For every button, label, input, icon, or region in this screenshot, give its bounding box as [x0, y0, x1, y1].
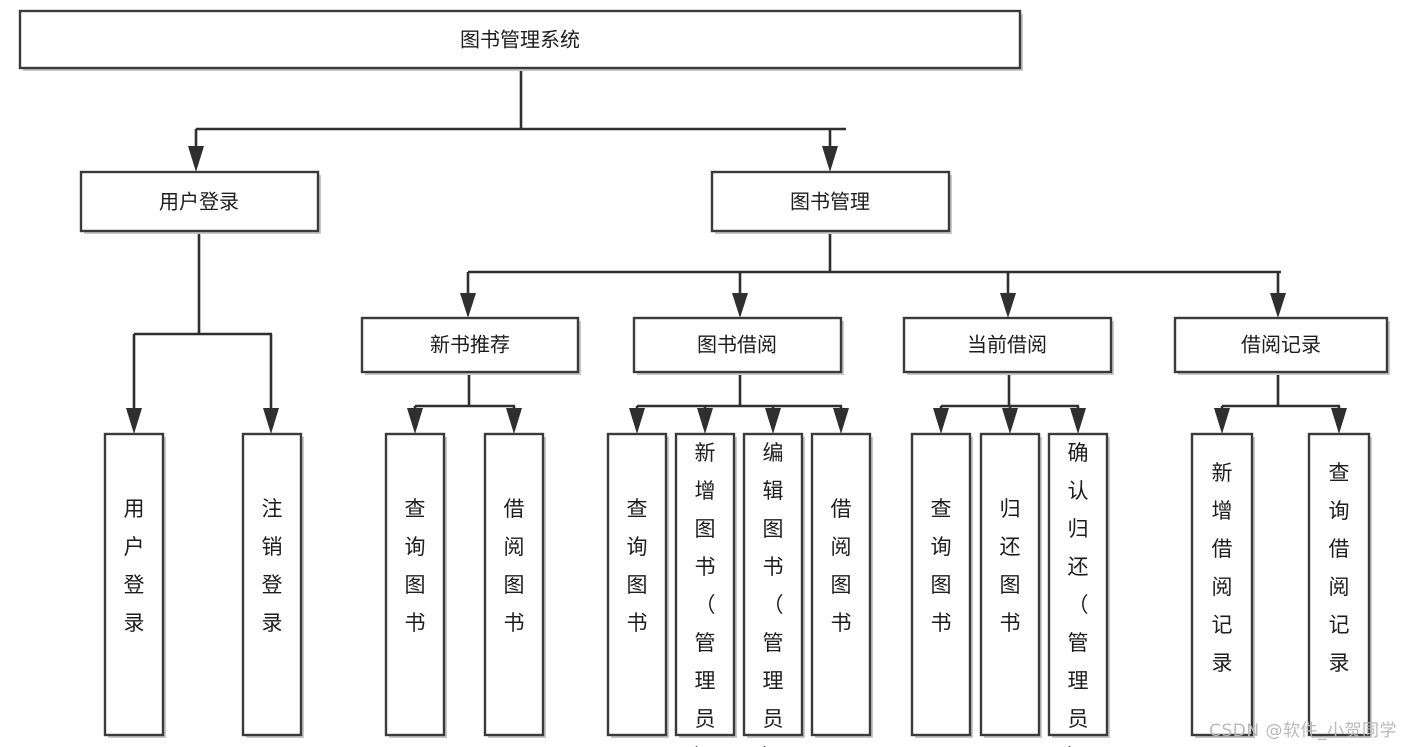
arrowhead-leaf-borrow-book-1 [506, 408, 522, 434]
leaf-return-book-label: 归还图书 [1000, 497, 1021, 635]
leaf-user-logout-box [241, 432, 303, 737]
arrowhead-leaf-query-book-1 [407, 408, 423, 434]
node-borrow-record[interactable]: 借阅记录 [1173, 316, 1390, 375]
leaf-borrow-book-2-box [810, 432, 872, 737]
new-book-recommend-box [360, 316, 580, 374]
borrow-record-label: 借阅记录 [1241, 333, 1321, 357]
leaf-add-record-label: 新增借阅记录 [1212, 461, 1233, 675]
arrowhead-leaf-add-book [697, 408, 713, 434]
leaf-user-login-label: 用户登录 [124, 497, 145, 635]
leaf-query-record-box [1307, 432, 1371, 737]
leaf-add-book-label: 新增图书（管理员） [695, 441, 716, 747]
node-book-borrow[interactable]: 图书借阅 [632, 316, 844, 375]
leaf-query-book-1-box [384, 432, 446, 737]
node-leaf-borrow-book-1[interactable]: 借阅图书 [483, 432, 546, 738]
leaf-return-book-box [979, 432, 1041, 737]
leaf-add-book-box [674, 432, 736, 737]
node-leaf-add-book[interactable]: 新增图书（管理员） [674, 432, 737, 747]
node-leaf-user-logout[interactable]: 注销登录 [241, 432, 304, 738]
node-user-login[interactable]: 用户登录 [79, 170, 321, 234]
leaf-query-book-2-label: 查询图书 [627, 497, 648, 635]
borrow-record-box [1173, 316, 1389, 374]
node-leaf-borrow-book-2[interactable]: 借阅图书 [810, 432, 873, 738]
leaf-confirm-return-label: 确认归还（管理员） [1068, 441, 1089, 747]
leaf-edit-book-label: 编辑图书（管理员） [763, 441, 784, 747]
node-leaf-query-book-1[interactable]: 查询图书 [384, 432, 447, 738]
node-current-borrow[interactable]: 当前借阅 [902, 316, 1114, 375]
node-leaf-return-book[interactable]: 归还图书 [979, 432, 1042, 738]
arrowhead-borrow-record [1270, 293, 1286, 318]
arrowhead-current-borrow [1000, 293, 1016, 318]
leaf-query-book-3-box [910, 432, 972, 737]
leaf-user-login-box [103, 432, 165, 737]
arrowhead-new-book-recommend [460, 293, 476, 318]
book-borrow-box [632, 316, 843, 374]
user-login-box [79, 170, 320, 233]
arrowhead-user-login [188, 146, 204, 172]
leaf-edit-book-box [742, 432, 804, 737]
arrowhead-leaf-query-book-2 [629, 408, 645, 434]
arrowhead-leaf-query-book-3 [933, 408, 949, 434]
arrowhead-leaf-confirm-return [1070, 408, 1086, 434]
arrowhead-leaf-edit-book [765, 408, 781, 434]
node-root[interactable]: 图书管理系统 [18, 9, 1023, 71]
book-manage-label: 图书管理 [790, 190, 870, 214]
leaf-borrow-book-1-box [483, 432, 545, 737]
arrowhead-leaf-borrow-book-2 [833, 408, 849, 434]
leaf-user-logout-label: 注销登录 [262, 497, 283, 635]
leaf-add-record-box [1190, 432, 1254, 737]
root-box [18, 9, 1022, 70]
current-borrow-label: 当前借阅 [967, 333, 1047, 357]
new-book-recommend-label: 新书推荐 [430, 333, 510, 357]
book-manage-box [710, 170, 951, 233]
arrowhead-book-borrow [732, 293, 748, 318]
leaf-query-book-1-label: 查询图书 [405, 497, 426, 635]
node-leaf-edit-book[interactable]: 编辑图书（管理员） [742, 432, 805, 747]
leaf-query-book-3-label: 查询图书 [931, 497, 952, 635]
arrowhead-leaf-user-login [126, 408, 142, 434]
node-new-book-recommend[interactable]: 新书推荐 [360, 316, 581, 375]
node-leaf-query-record[interactable]: 查询借阅记录 [1307, 432, 1372, 738]
node-leaf-add-record[interactable]: 新增借阅记录 [1190, 432, 1255, 738]
node-leaf-user-login[interactable]: 用户登录 [103, 432, 166, 738]
arrowhead-leaf-add-record [1214, 408, 1230, 434]
node-leaf-query-book-3[interactable]: 查询图书 [910, 432, 973, 738]
leaf-borrow-book-2-label: 借阅图书 [831, 497, 852, 635]
arrowhead-leaf-return-book [1002, 408, 1018, 434]
leaf-query-record-label: 查询借阅记录 [1329, 461, 1350, 675]
arrowhead-leaf-query-record [1331, 408, 1347, 434]
node-book-manage[interactable]: 图书管理 [710, 170, 952, 234]
node-leaf-query-book-2[interactable]: 查询图书 [606, 432, 669, 738]
node-leaf-confirm-return[interactable]: 确认归还（管理员） [1047, 432, 1110, 747]
leaf-confirm-return-box [1047, 432, 1109, 737]
leaf-query-book-2-box [606, 432, 668, 737]
current-borrow-box [902, 316, 1113, 374]
arrowhead-leaf-user-logout [263, 408, 279, 434]
connector-layer [126, 68, 1347, 434]
root-label: 图书管理系统 [460, 28, 580, 52]
leaf-borrow-book-1-label: 借阅图书 [504, 497, 525, 635]
book-borrow-label: 图书借阅 [697, 333, 777, 357]
arrowhead-book-manage [822, 146, 838, 172]
user-login-label: 用户登录 [159, 190, 239, 214]
